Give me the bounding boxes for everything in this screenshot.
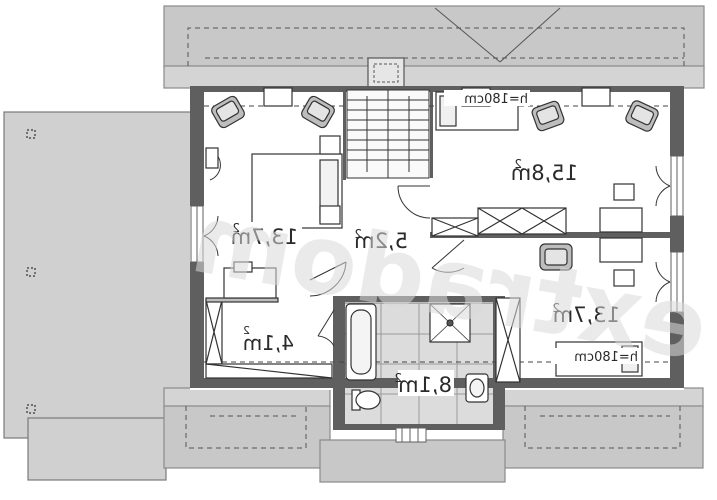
top-roof: [163, 5, 705, 89]
left-terrace: [3, 111, 193, 481]
room-area-13-7-right: 13,7m: [553, 303, 620, 327]
doors: [203, 149, 671, 347]
room-label-15-8: 15,8m 2: [511, 157, 584, 186]
room-label-5-2: 5,2m 2: [354, 226, 410, 253]
bed-height-top: h=180cm: [464, 92, 528, 107]
room-area-8-1: 8,1m: [398, 373, 452, 397]
bathroom-fixtures: [345, 303, 489, 411]
room-area-15-8: 15,8m: [511, 161, 578, 185]
armchairs: [211, 95, 659, 271]
room-area-5-2: 5,2m: [354, 229, 408, 253]
storage-units: [205, 207, 567, 383]
room-area-4-1: 4,1m: [243, 331, 294, 355]
room-area-13-7-left: 13,7m: [231, 225, 298, 249]
room-area-8-1-sup: 2: [394, 371, 402, 385]
room-label-13-7-left: 13,7m 2: [231, 221, 302, 249]
room-area-13-7-right-sup: 2: [552, 301, 560, 315]
room-area-4-1-sup: 2: [243, 324, 250, 337]
room-label-8-1: 8,1m 2: [394, 370, 454, 397]
bed-height-bottom: h=180cm: [574, 350, 638, 365]
bottom-roof-left: [163, 387, 331, 469]
bottom-roof-center: [319, 439, 506, 483]
bottom-roof-right: [502, 387, 704, 469]
room-area-5-2-sup: 2: [354, 227, 362, 241]
staircase: [346, 89, 430, 179]
bed-label-bottom: h=180cm: [554, 348, 640, 365]
room-area-15-8-sup: 2: [514, 157, 522, 171]
room-label-13-7-right: 13,7m 2: [552, 300, 622, 327]
bed-left-room: [251, 135, 343, 229]
room-area-13-7-left-sup: 2: [232, 221, 240, 235]
bed-label-top: h=180cm: [444, 90, 530, 107]
room-label-4-1: 4,1m 2: [240, 324, 296, 355]
